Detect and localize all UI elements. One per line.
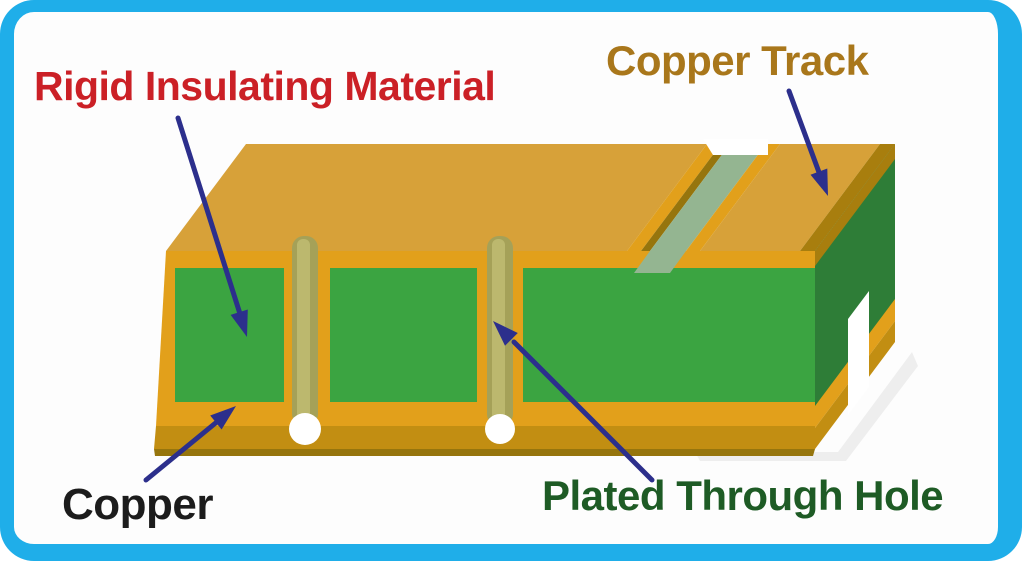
label-plated-through-hole: Plated Through Hole <box>542 472 944 519</box>
label-copper-track: Copper Track <box>606 37 869 84</box>
arrow-to-insulation <box>175 115 248 337</box>
label-copper: Copper <box>62 480 214 529</box>
top-copper-surface <box>166 144 707 251</box>
plated-through-hole-left-highlight <box>297 239 310 423</box>
track-right-bevel <box>800 144 895 251</box>
insulation-side-face <box>815 144 895 426</box>
arrow-to-copper-track <box>786 88 828 196</box>
board-shadow <box>695 352 918 461</box>
copper-track-top <box>700 144 880 251</box>
bottom-copper-edge <box>154 449 815 456</box>
insulation-panel-middle <box>330 268 477 402</box>
drilled-hole-left <box>289 413 321 445</box>
etched-channel-floor <box>650 144 766 251</box>
channel-front-wedge <box>634 251 686 273</box>
arrow-to-copper <box>143 406 236 483</box>
label-rigid-insulating-material: Rigid Insulating Material <box>34 63 496 109</box>
arrow-to-plated-hole <box>493 321 655 483</box>
side-castellation-notch <box>848 291 869 415</box>
side-top-copper-edge <box>815 144 895 266</box>
channel-back-notch <box>703 139 768 155</box>
bottom-copper-layer <box>154 426 815 449</box>
insulation-panel-left <box>175 268 284 402</box>
channel-left-bevel-highlight <box>627 144 721 251</box>
channel-left-bevel-shadow <box>641 144 730 251</box>
drilled-hole-right <box>485 414 515 444</box>
track-left-bevel <box>686 144 780 251</box>
insulation-panel-right <box>523 268 815 402</box>
